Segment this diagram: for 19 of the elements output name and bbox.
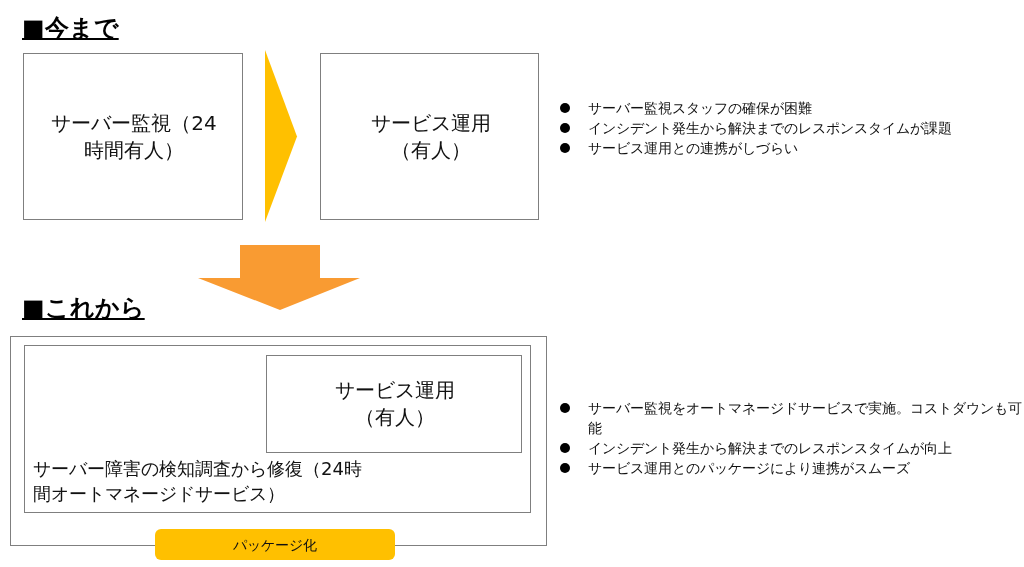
bullet-text: インシデント発生から解決までのレスポンスタイムが課題 — [588, 119, 953, 138]
bullet-text: サーバー監視スタッフの確保が困難 — [588, 99, 813, 118]
service-box — [24, 345, 531, 513]
bullet-text: サービス運用との連携がしづらい — [588, 139, 799, 158]
section-heading: ■これから — [22, 293, 145, 324]
node-label: サーバー障害の検知調査から修復（24時間オートマネージドサービス） — [33, 457, 363, 506]
node-label: サービス運用（有人） — [334, 377, 456, 431]
bullet-text: サービス運用とのパッケージにより連携がスムーズ — [588, 459, 911, 478]
chevron-arrow — [265, 50, 297, 222]
section-heading: ■今まで — [22, 13, 119, 44]
bullet-text: サーバー監視をオートマネージドサービスで実施。コストダウンも可能 — [588, 399, 1023, 438]
node-label: パッケージ化 — [232, 535, 318, 554]
node-label: サーバー監視（24時間有人） — [50, 109, 218, 164]
node-label: サービス運用（有人） — [369, 109, 492, 164]
process-box — [23, 53, 243, 220]
package-tag — [155, 529, 395, 560]
bullet-text: インシデント発生から解決までのレスポンスタイムが向上 — [588, 439, 953, 458]
process-box — [320, 53, 539, 220]
process-box — [266, 355, 522, 453]
